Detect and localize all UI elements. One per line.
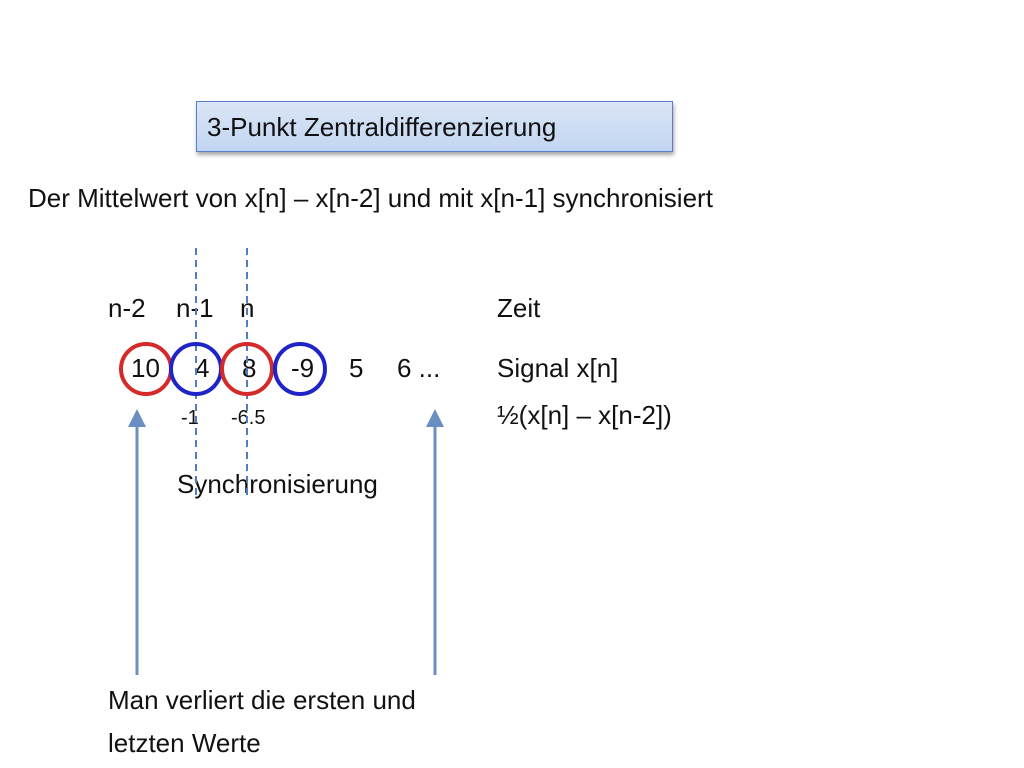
time-label: Zeit	[497, 293, 541, 323]
note-line-1: Man verliert die ersten und	[108, 685, 416, 715]
signal-value-5: 6 ...	[397, 353, 441, 383]
diff-value-0: -1	[181, 407, 199, 429]
formula-label: ½(x[n] – x[n-2])	[497, 400, 672, 430]
index-label-n-1: n-1	[176, 293, 214, 323]
note-line-2: letzten Werte	[108, 728, 261, 758]
diff-value-1: -6.5	[231, 407, 266, 429]
signal-value-2: 8	[242, 353, 257, 383]
signal-value-4: 5	[349, 353, 364, 383]
index-label-n-2: n-2	[108, 293, 146, 323]
title-box: 3-Punkt Zentraldifferenzierung	[196, 101, 673, 152]
index-label-n: n	[240, 293, 255, 323]
signal-label: Signal x[n]	[497, 353, 619, 383]
slide-title: 3-Punkt Zentraldifferenzierung	[207, 112, 557, 142]
signal-value-1: 4	[195, 353, 210, 383]
subtitle: Der Mittelwert von x[n] – x[n-2] und mit…	[28, 183, 713, 213]
signal-value-3: -9	[291, 353, 315, 383]
sync-label: Synchronisierung	[177, 469, 378, 499]
signal-value-0: 10	[131, 353, 160, 383]
